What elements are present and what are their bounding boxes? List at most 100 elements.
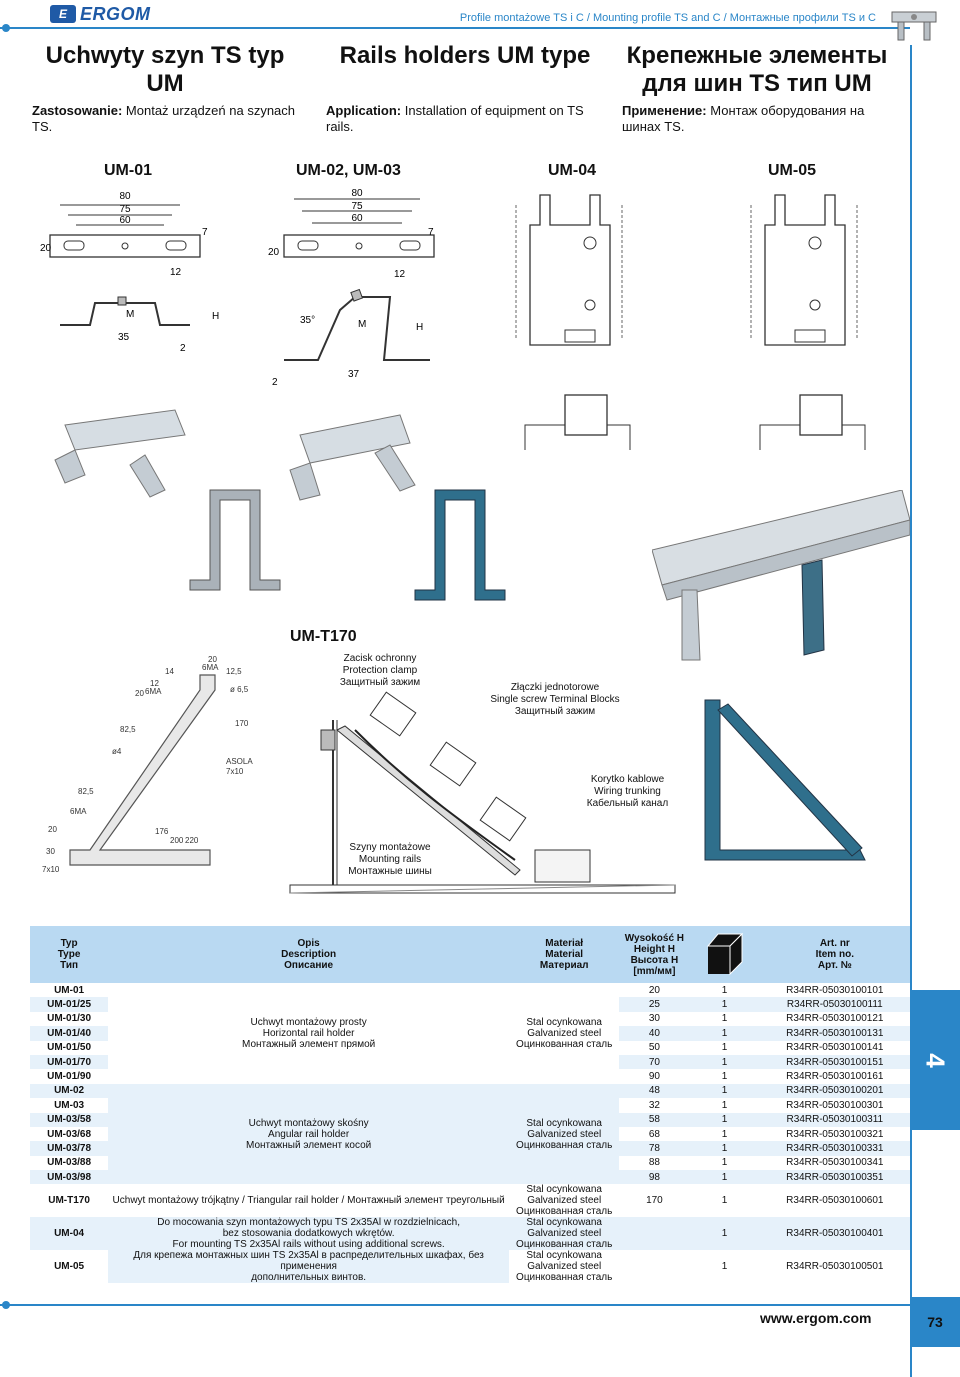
t170-trunking-en: Wiring trunking bbox=[594, 786, 661, 797]
cell-material-line: Stal ocynkowana bbox=[526, 1016, 602, 1028]
cell-qty: 1 bbox=[689, 1217, 760, 1251]
cell-height: 90 bbox=[648, 1071, 660, 1083]
cell-qty: 1 bbox=[689, 1083, 760, 1099]
cell-qty: 1 bbox=[721, 1261, 728, 1273]
cell-description-line: bez stosowania dodatkowych wkrętów. bbox=[222, 1228, 395, 1240]
cell-type: UM-01/25 bbox=[30, 997, 109, 1012]
application-en: Application: Installation of equipment o… bbox=[326, 103, 598, 135]
footer-rule-dot bbox=[2, 1301, 10, 1309]
cell-qty: 1 bbox=[721, 1099, 728, 1111]
um05-drawing bbox=[750, 194, 866, 450]
t170-clamp-label: Zacisk ochronny Protection clamp Защитны… bbox=[330, 653, 430, 689]
website-link[interactable]: www.ergom.com bbox=[760, 1310, 872, 1326]
title-ru: Крепежные элементы для шин TS тип UM bbox=[626, 42, 888, 97]
t170-dim-825a: 82,5 bbox=[120, 725, 136, 734]
cell-article: R34RR-05030100151 bbox=[759, 1054, 910, 1070]
t170-rails-pl: Szyny montażowe bbox=[349, 842, 431, 853]
um02-dim-h: H bbox=[416, 322, 423, 333]
t170-dim-12: 12 bbox=[150, 679, 159, 688]
cell-material-line: Stal ocynkowana bbox=[526, 1117, 602, 1129]
cell-qty: 1 bbox=[689, 1112, 760, 1127]
cell-type: UM-01 bbox=[54, 984, 85, 996]
cell-description-line: Uchwyt montażowy prosty bbox=[250, 1016, 367, 1028]
cell-article: R34RR-05030100501 bbox=[786, 1261, 884, 1273]
um02-drawing: 80 75 60 12 7 20 M 35° 37 H 2 bbox=[268, 188, 435, 385]
cell-material-line: Оцинкованная сталь bbox=[516, 1206, 613, 1218]
cell-material-line: Stal ocynkowana bbox=[526, 1184, 602, 1196]
um02-dim-2: 2 bbox=[272, 377, 278, 385]
logo-text: ERGOM bbox=[80, 3, 151, 24]
cell-description-line: Монтажный элемент прямой bbox=[242, 1038, 376, 1050]
cell-article: R34RR-05030100321 bbox=[786, 1128, 884, 1140]
t170-dim-asola: ASOLA bbox=[226, 757, 253, 766]
model-label-um05: UM-05 bbox=[768, 162, 817, 179]
um02-dim-75: 75 bbox=[351, 201, 363, 212]
model-label-um04: UM-04 bbox=[548, 162, 597, 179]
cell-description-line: Do mocowania szyn montażowych typu TS 2x… bbox=[157, 1217, 460, 1229]
t170-dim-20c: 20 bbox=[48, 825, 57, 834]
cell-height: 98 bbox=[619, 1170, 690, 1185]
cell-height: 32 bbox=[648, 1099, 660, 1111]
cell-qty: 1 bbox=[689, 1054, 760, 1070]
um04-drawing bbox=[515, 194, 631, 450]
t170-terminal-pl: Złączki jednotorowe bbox=[510, 682, 600, 693]
cell-height: 30 bbox=[648, 1013, 660, 1025]
cell-material-line: Galvanized steel bbox=[527, 1027, 602, 1039]
cell-description-line: дополнительных винтов. bbox=[251, 1272, 367, 1284]
cell-qty: 1 bbox=[689, 1170, 760, 1185]
t170-terminal-en: Single screw Terminal Blocks bbox=[490, 694, 620, 705]
section-tab: 4 bbox=[910, 990, 960, 1130]
model-label-um01: UM-01 bbox=[104, 162, 153, 179]
cell-type: UM-03/68 bbox=[47, 1128, 92, 1140]
cell-height: 58 bbox=[619, 1112, 690, 1127]
cell-height: 170 bbox=[646, 1195, 663, 1207]
cell-qty: 1 bbox=[721, 984, 728, 996]
cell-description-line: For mounting TS 2x35Al rails without usi… bbox=[172, 1239, 445, 1251]
t170-dim-170: 170 bbox=[235, 719, 249, 728]
um01-dim-7: 7 bbox=[202, 227, 208, 238]
cell-article: R34RR-05030100311 bbox=[759, 1112, 910, 1127]
application-pl-text: Montaż urządzeń na szynach TS. bbox=[32, 103, 296, 134]
cell-description: Uchwyt montażowy trójkątny / Triangular … bbox=[112, 1195, 505, 1207]
cell-material-line: Оцинкованная сталь bbox=[516, 1239, 613, 1251]
t170-dim-176: 176 bbox=[155, 827, 169, 836]
cell-qty: 1 bbox=[721, 1071, 728, 1083]
cell-article: R34RR-05030100341 bbox=[786, 1157, 884, 1169]
t170-dim-65: ø 6,5 bbox=[230, 685, 249, 694]
rail-photo bbox=[652, 490, 910, 661]
um02-dim-20: 20 bbox=[268, 247, 280, 258]
t170-dim-825b: 82,5 bbox=[78, 787, 94, 796]
t170-label: UM-T170 bbox=[290, 628, 357, 645]
cell-article: R34RR-05030100401 bbox=[759, 1217, 910, 1251]
um01-dim-20: 20 bbox=[40, 243, 52, 254]
t170-dim-7x10b: 7x10 bbox=[42, 865, 60, 874]
um02-dim-m: M bbox=[358, 319, 366, 330]
cell-qty: 1 bbox=[721, 1157, 728, 1169]
t170-trunking-pl: Korytko kablowe bbox=[590, 774, 665, 785]
um01-dim-2: 2 bbox=[180, 343, 186, 354]
cell-type: UM-01/40 bbox=[30, 1026, 109, 1041]
um01-dim-60: 60 bbox=[119, 215, 131, 226]
cell-qty: 1 bbox=[721, 1013, 728, 1025]
cell-height: 68 bbox=[648, 1128, 660, 1140]
th-package bbox=[689, 926, 760, 983]
cell-description: Do mocowania szyn montażowych typu TS 2x… bbox=[108, 1217, 510, 1284]
title-en: Rails holders UM type bbox=[339, 42, 591, 69]
